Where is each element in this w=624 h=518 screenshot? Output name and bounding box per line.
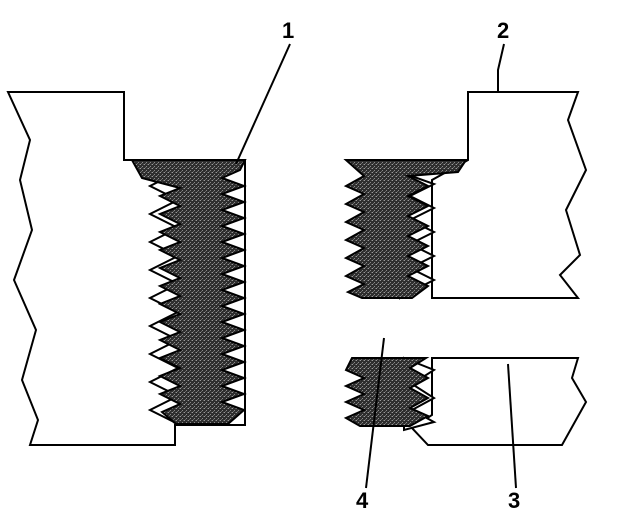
thread-insert-left [130,159,247,425]
leader-lines [235,43,517,489]
callout-3: 3 [508,488,520,513]
thread-insert-right-upper [343,159,468,300]
callout-2: 2 [497,18,509,43]
callout-4: 4 [356,488,369,513]
leader-3 [507,363,517,489]
callout-1: 1 [282,18,294,43]
leader-1 [235,43,291,165]
right-lower-workpiece [410,357,588,446]
thread-insert-right-lower [343,356,437,432]
leader-2 [497,43,505,92]
leader-4 [365,337,385,489]
right-upper-workpiece [431,91,588,299]
